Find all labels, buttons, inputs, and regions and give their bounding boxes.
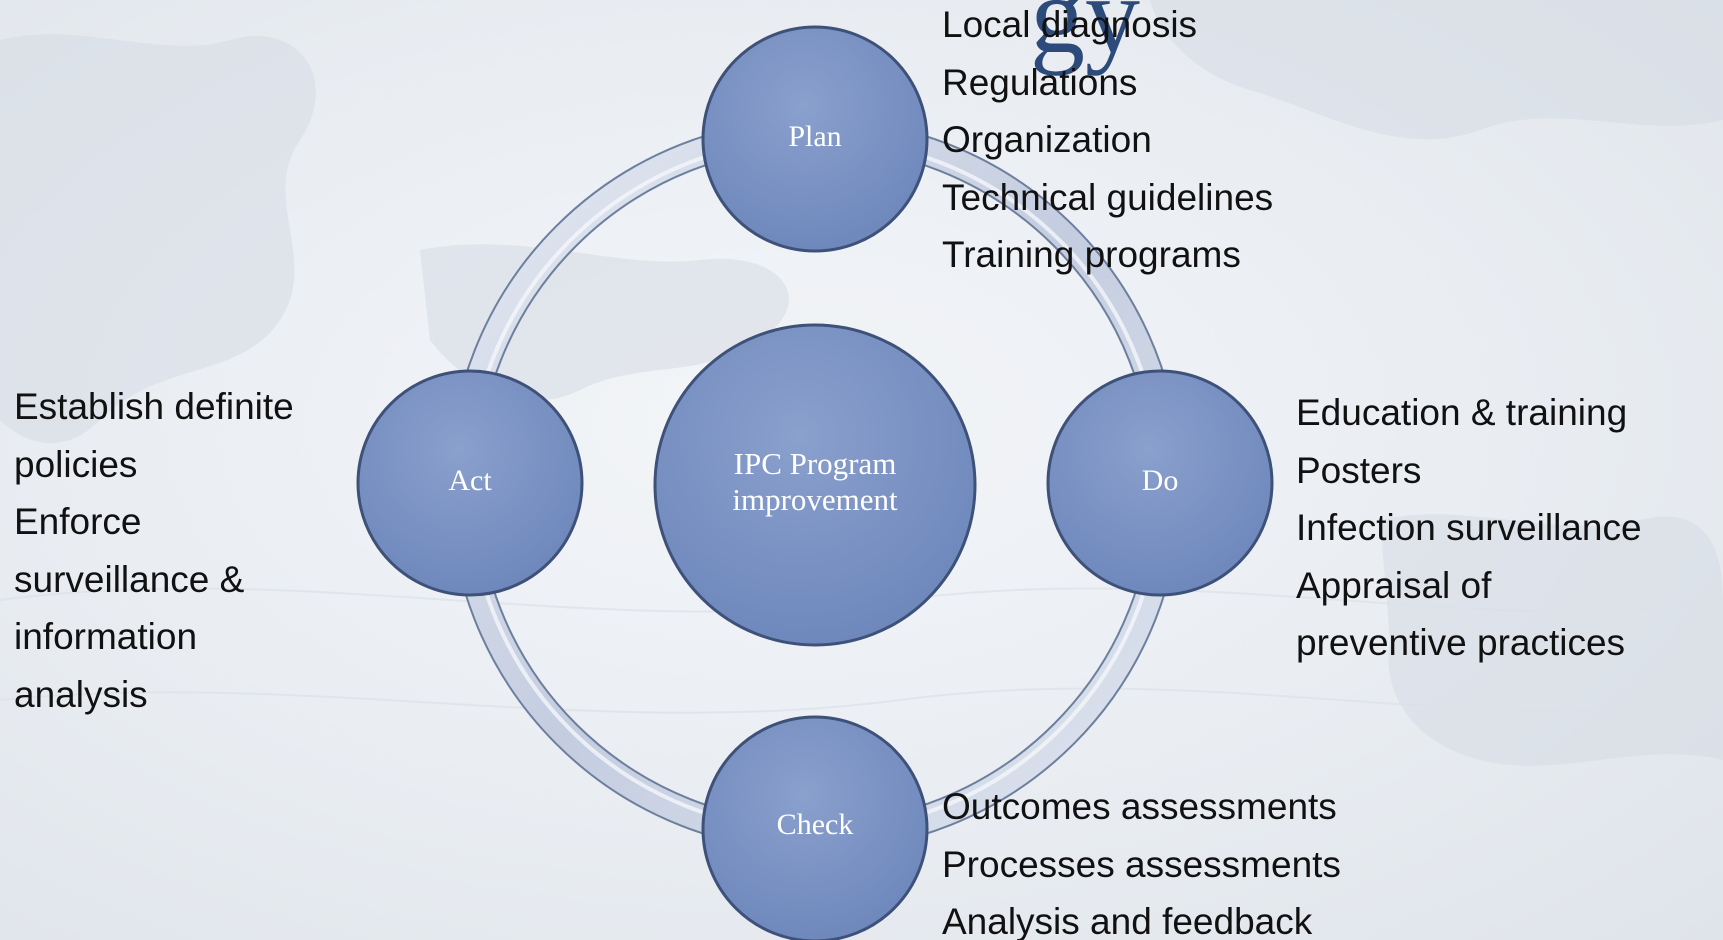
- act-label: Act: [448, 464, 492, 497]
- act-item: surveillance &: [14, 558, 245, 600]
- do-item: Posters: [1296, 449, 1422, 491]
- plan-item: Technical guidelines: [942, 176, 1274, 218]
- check-item: Outcomes assessments: [942, 786, 1337, 827]
- center-node: [653, 323, 977, 647]
- check-label: Check: [776, 808, 854, 841]
- do-item: Infection surveillance: [1296, 507, 1642, 548]
- act-item: Establish definite: [14, 386, 294, 427]
- do-node: [1046, 369, 1274, 597]
- plan-item: Organization: [942, 119, 1152, 160]
- plan-item: Local diagnosis: [942, 4, 1198, 45]
- do-label: Do: [1141, 464, 1179, 497]
- check-items-list: Outcomes assessments Processes assessmen…: [942, 778, 1341, 940]
- act-item: information: [14, 616, 198, 657]
- act-item: Enforce: [14, 501, 142, 542]
- plan-item: Training programs: [942, 234, 1241, 275]
- do-item: Education & training: [1296, 392, 1628, 433]
- check-node: [701, 715, 929, 940]
- check-item: Analysis and feedback: [942, 901, 1313, 940]
- center-label: IPC Program improvement: [732, 446, 898, 517]
- plan-label: Plan: [788, 120, 842, 153]
- plan-items-list: Local diagnosis Regulations Organization…: [942, 0, 1273, 284]
- do-items-list: Education & training Posters Infection s…: [1296, 384, 1642, 672]
- do-item: preventive practices: [1296, 622, 1626, 663]
- act-items-list: Establish definite policies Enforce surv…: [14, 378, 294, 723]
- check-item: Processes assessments: [942, 843, 1341, 885]
- title-fragment: gy: [1030, 0, 1140, 76]
- do-item: Appraisal of: [1296, 564, 1492, 606]
- act-item: policies: [14, 443, 138, 485]
- plan-item: Regulations: [942, 61, 1138, 103]
- act-node: [356, 369, 584, 597]
- plan-node: [701, 25, 929, 253]
- act-item: analysis: [14, 673, 148, 715]
